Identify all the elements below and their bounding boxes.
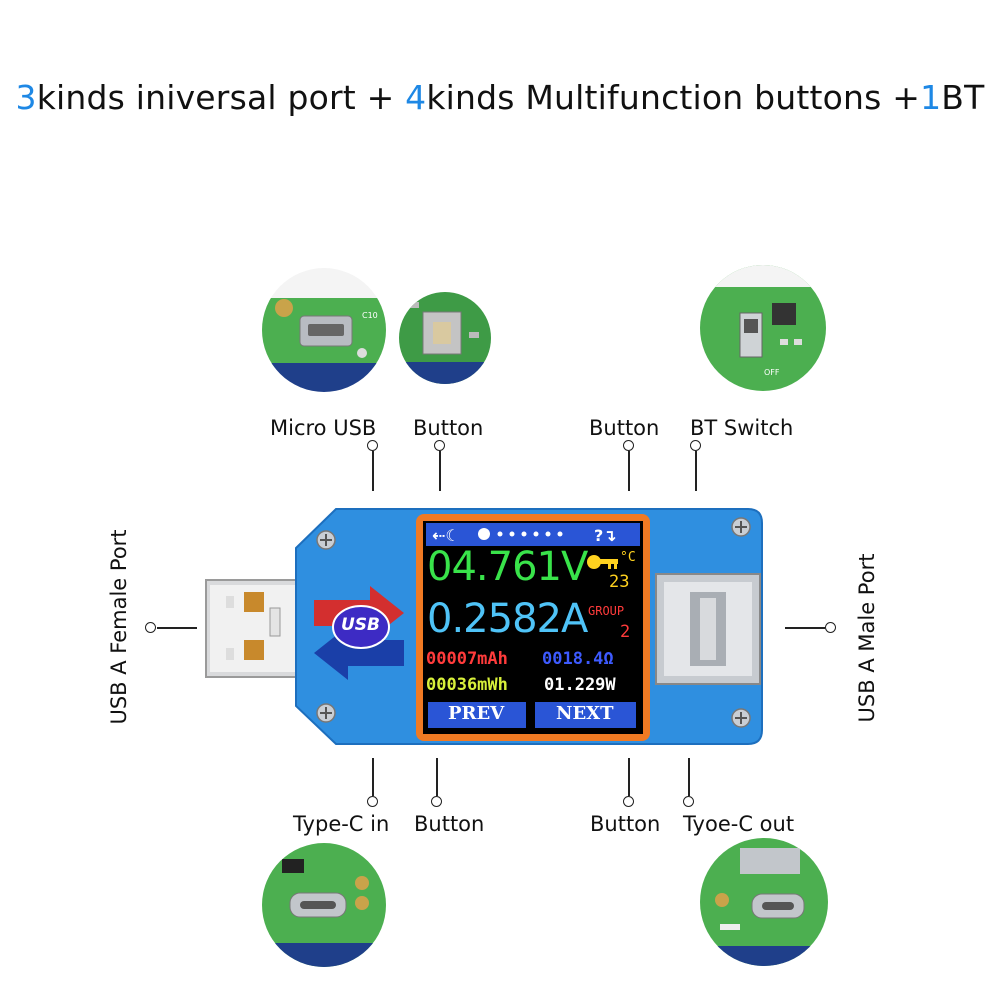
leader-dot xyxy=(145,622,156,633)
screen-status-bar xyxy=(426,523,640,546)
button-top-left-photo xyxy=(399,292,491,384)
svg-text:⇠☾: ⇠☾ xyxy=(432,526,460,545)
next-button-bg xyxy=(535,702,636,728)
type-c-in-label: Type-C in xyxy=(293,812,390,836)
headline-text-2: kinds Multifunction buttons + xyxy=(426,78,921,117)
leader-dot xyxy=(434,440,445,451)
leader-dot xyxy=(623,440,634,451)
leader-line xyxy=(628,758,630,796)
screen xyxy=(423,521,643,734)
svg-text:?↴: ?↴ xyxy=(594,526,617,545)
headline-text-1: kinds iniversal port + xyxy=(36,78,406,117)
leader-dot xyxy=(683,796,694,807)
headline: 3kinds iniversal port + 4kinds Multifunc… xyxy=(0,78,1000,117)
headline-num-2: 4 xyxy=(405,78,427,117)
leader-dot xyxy=(431,796,442,807)
group-label: GROUP xyxy=(588,604,625,618)
type-c-out-label: Tyoe-C out xyxy=(683,812,795,836)
headline-text-3: BT xyxy=(941,78,985,117)
usb-a-female-port xyxy=(655,573,761,685)
svg-text:OFF: OFF xyxy=(764,368,780,377)
leader-line xyxy=(628,451,630,491)
leader-line xyxy=(785,627,825,629)
usb-logo-text: USB xyxy=(341,615,381,635)
leader-dot xyxy=(825,622,836,633)
next-button[interactable]: NEXT xyxy=(556,703,614,724)
leader-dot xyxy=(367,440,378,451)
current-readout: 0.2582A xyxy=(427,596,588,642)
micro-usb-label: Micro USB xyxy=(270,416,377,440)
usb-a-plug xyxy=(205,579,303,678)
button-top-left-label: Button xyxy=(413,416,484,440)
leader-line xyxy=(372,758,374,796)
button-top-right-label: Button xyxy=(589,416,660,440)
headline-num-1: 3 xyxy=(15,78,37,117)
leader-line xyxy=(157,627,197,629)
prev-button-bg xyxy=(428,702,526,728)
leader-dot xyxy=(623,796,634,807)
leader-line xyxy=(436,758,438,796)
voltage-readout: 04.761V xyxy=(427,544,588,590)
prev-button[interactable]: PREV xyxy=(448,703,505,724)
power-readout: 01.229W xyxy=(544,675,616,695)
type-c-out-photo xyxy=(700,838,828,966)
temperature-readout: 23 xyxy=(609,572,630,592)
button-bottom-right-label: Button xyxy=(590,812,661,836)
capacity-readout: 00007mAh xyxy=(426,649,508,669)
resistance-readout: 0018.4Ω xyxy=(542,649,614,669)
usb-logo xyxy=(314,586,404,680)
leader-dot xyxy=(690,440,701,451)
leader-line xyxy=(695,451,697,491)
key-icon xyxy=(587,555,618,569)
bt-switch-label: BT Switch xyxy=(690,416,794,440)
svg-text:C10: C10 xyxy=(362,311,378,320)
leader-dot xyxy=(367,796,378,807)
bt-switch-photo: OFF xyxy=(700,265,826,391)
headline-num-3: 1 xyxy=(920,78,942,117)
button-bottom-left-label: Button xyxy=(414,812,485,836)
leader-line xyxy=(372,451,374,491)
leader-line xyxy=(688,758,690,796)
leader-line xyxy=(439,451,441,491)
temp-unit: °C xyxy=(620,550,636,565)
type-c-in-photo xyxy=(262,843,386,967)
energy-readout: 00036mWh xyxy=(426,675,508,695)
group-readout: 2 xyxy=(620,622,631,642)
